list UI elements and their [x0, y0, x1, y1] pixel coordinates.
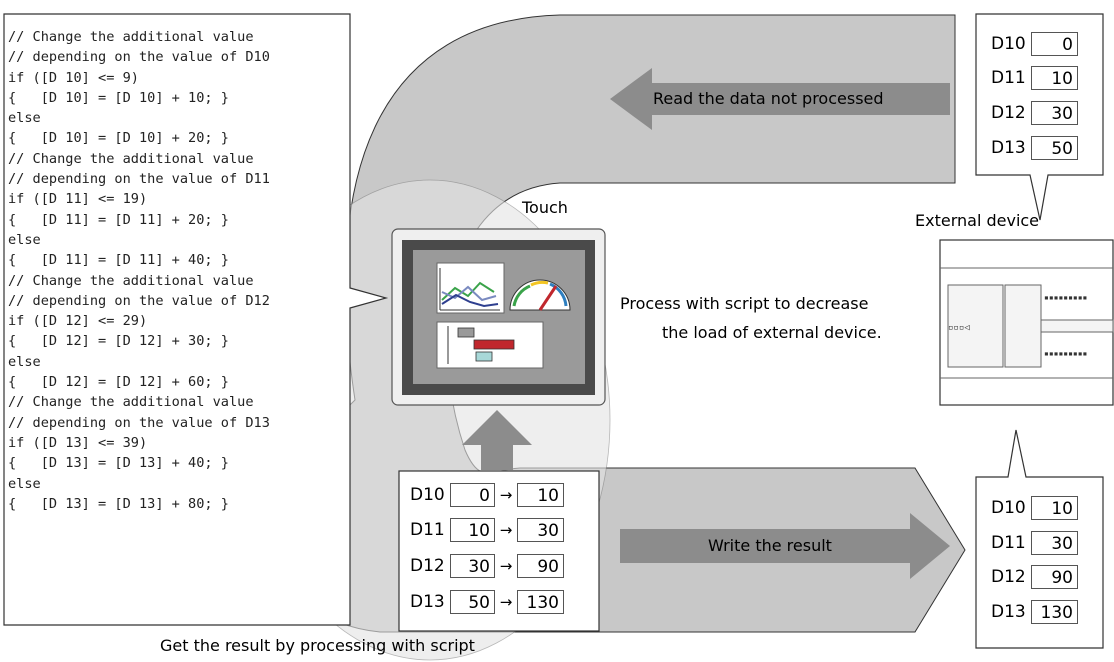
touch-label: Touch — [522, 198, 568, 217]
arrow-right-icon: → — [499, 486, 513, 504]
processed-row: D10 0 → 10 — [410, 483, 564, 507]
write-arrow — [620, 513, 950, 579]
register-name: D10 — [410, 485, 445, 505]
register-value: 10 — [1031, 496, 1078, 520]
register-row: D13 50 — [991, 136, 1078, 160]
value-after: 90 — [517, 554, 564, 578]
svg-text:▪▪▪▪▪▪▪▪▪: ▪▪▪▪▪▪▪▪▪ — [1044, 349, 1087, 358]
external-device-label: External device — [915, 211, 1040, 230]
code-callout — [3, 13, 389, 626]
code-line: if ([D 11] <= 19) — [8, 191, 148, 208]
process-note-line2: the load of external device. — [662, 323, 882, 342]
code-line: { [D 11] = [D 11] + 20; } — [8, 211, 229, 228]
up-arrow — [462, 410, 532, 470]
register-row: D12 90 — [991, 565, 1078, 589]
value-before: 0 — [450, 483, 495, 507]
processed-row: D11 10 → 30 — [410, 518, 564, 542]
register-row: D11 30 — [991, 531, 1078, 555]
processed-row: D13 50 → 130 — [410, 590, 564, 614]
register-row: D10 0 — [991, 32, 1078, 56]
code-line: if ([D 10] <= 9) — [8, 69, 139, 86]
register-row: D10 10 — [991, 496, 1078, 520]
code-line: if ([D 12] <= 29) — [8, 313, 148, 330]
register-name: D13 — [410, 592, 445, 612]
value-after: 130 — [517, 590, 564, 614]
code-line: else — [8, 475, 41, 492]
code-line: { [D 11] = [D 11] + 40; } — [8, 252, 229, 269]
register-name: D12 — [991, 103, 1026, 123]
processed-row: D12 30 → 90 — [410, 554, 564, 578]
register-row: D11 10 — [991, 66, 1078, 90]
register-name: D10 — [991, 34, 1026, 54]
code-line: else — [8, 353, 41, 370]
arrow-right-icon: → — [499, 557, 513, 575]
write-arrow-label: Write the result — [708, 536, 832, 555]
code-line: // Change the additional value — [8, 394, 254, 411]
value-before: 30 — [450, 554, 495, 578]
svg-text:▪▪▪▪▪▪▪▪▪: ▪▪▪▪▪▪▪▪▪ — [1044, 293, 1087, 302]
register-value: 30 — [1031, 531, 1078, 555]
register-value: 10 — [1031, 66, 1078, 90]
register-name: D12 — [410, 556, 445, 576]
process-note-line1: Process with script to decrease — [620, 294, 869, 313]
register-name: D10 — [991, 498, 1026, 518]
code-line: // Change the additional value — [8, 272, 254, 289]
value-after: 30 — [517, 518, 564, 542]
code-line: { [D 12] = [D 12] + 30; } — [8, 333, 229, 350]
register-row: D13 130 — [991, 600, 1078, 624]
register-value: 90 — [1031, 565, 1078, 589]
register-value: 0 — [1031, 32, 1078, 56]
register-value: 50 — [1031, 136, 1078, 160]
read-arrow-label: Read the data not processed — [653, 89, 884, 108]
code-line: // depending on the value of D10 — [8, 49, 270, 66]
svg-text:▫▫▫◁: ▫▫▫◁ — [948, 323, 970, 333]
code-line: // depending on the value of D13 — [8, 414, 270, 431]
register-name: D11 — [991, 68, 1026, 88]
arrow-right-icon: → — [499, 593, 513, 611]
arrow-right-icon: → — [499, 521, 513, 539]
value-after: 10 — [517, 483, 564, 507]
code-line: { [D 13] = [D 13] + 80; } — [8, 495, 229, 512]
external-device-icon: ▫▫▫◁ ▪▪▪▪▪▪▪▪▪ ▪▪▪▪▪▪▪▪▪ — [939, 239, 1114, 406]
value-before: 50 — [450, 590, 495, 614]
script-code: // Change the additional value // dependi… — [8, 27, 348, 514]
code-line: // depending on the value of D12 — [8, 292, 270, 309]
value-before: 10 — [450, 518, 495, 542]
code-line: // depending on the value of D11 — [8, 171, 270, 188]
code-line: if ([D 13] <= 39) — [8, 434, 148, 451]
code-line: { [D 13] = [D 13] + 40; } — [8, 455, 229, 472]
code-line: { [D 10] = [D 10] + 20; } — [8, 130, 229, 147]
touch-device-icon — [391, 228, 606, 406]
code-line: { [D 10] = [D 10] + 10; } — [8, 89, 229, 106]
code-line: else — [8, 110, 41, 127]
register-name: D13 — [991, 602, 1026, 622]
code-line: { [D 12] = [D 12] + 60; } — [8, 374, 229, 391]
processed-box — [398, 470, 600, 632]
register-name: D13 — [991, 138, 1026, 158]
register-name: D11 — [410, 520, 445, 540]
register-row: D12 30 — [991, 101, 1078, 125]
register-value: 30 — [1031, 101, 1078, 125]
register-value: 130 — [1031, 600, 1078, 624]
code-line: else — [8, 231, 41, 248]
read-arrow — [610, 68, 950, 130]
code-line: // Change the additional value — [8, 150, 254, 167]
caption: Get the result by processing with script — [160, 636, 475, 655]
register-name: D12 — [991, 567, 1026, 587]
register-name: D11 — [991, 533, 1026, 553]
code-line: // Change the additional value — [8, 29, 254, 45]
